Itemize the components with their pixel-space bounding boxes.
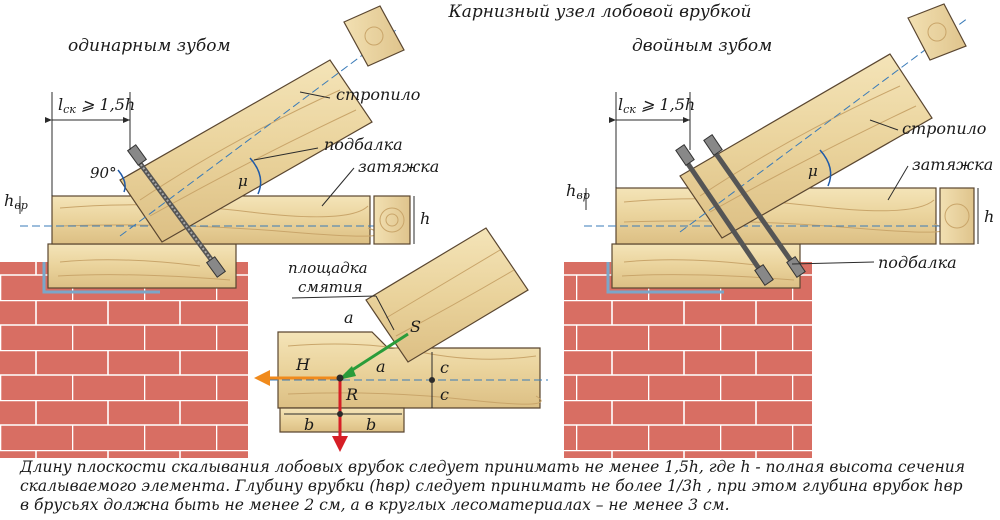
right-rafter-section	[907, 3, 967, 61]
detail-bearing-label-2: смятия	[298, 278, 363, 296]
left-bolt-nut-bottom	[205, 256, 227, 278]
left-rafter	[119, 59, 373, 243]
left-tie-section	[373, 195, 411, 245]
left-rafter-grain	[139, 89, 357, 217]
caption-line-3: в брусьях должна быть не менее 2 см, а в…	[20, 496, 730, 514]
right-node: двойным зубом h lск ⩾ 1,5h μ hвр	[564, 3, 994, 458]
caption-line-2: скалываемого элемента. Глубину врубки (h…	[20, 477, 963, 495]
left-bolt-nut-top	[126, 144, 148, 166]
right-brick-wall	[564, 262, 812, 458]
right-tie-section	[939, 187, 975, 245]
right-h-label: h	[984, 207, 994, 226]
left-pad-label: подбалка	[324, 135, 403, 154]
detail-rafter	[365, 227, 529, 363]
left-rafter-axis	[119, 29, 397, 237]
left-h-label: h	[420, 209, 430, 228]
detail-pad	[279, 407, 405, 433]
left-hvr-label: hвр	[4, 191, 28, 212]
detail-c2: c	[440, 385, 449, 404]
left-rafter-section	[343, 5, 405, 67]
right-pad-beam	[611, 243, 801, 289]
left-node: одинарным зубом h lск ⩾ 1,	[0, 5, 439, 458]
right-length-label: lск ⩾ 1,5h	[618, 95, 695, 116]
right-subtitle: двойным зубом	[632, 36, 772, 56]
detail-b2: b	[366, 415, 376, 434]
detail-a1: a	[344, 308, 354, 327]
right-hvr-label: hвр	[566, 181, 590, 202]
detail-a2: a	[376, 357, 386, 376]
detail-b1: b	[304, 415, 314, 434]
right-bolt-1	[681, 156, 767, 278]
detail-tie-beam	[277, 331, 541, 409]
left-angle-90: 90°	[90, 164, 117, 182]
right-pad-label: подбалка	[878, 253, 957, 272]
caption-line-1: Длину плоскости скалывания лобовых врубо…	[20, 458, 966, 476]
label-S: S	[410, 317, 421, 336]
left-tie-label: затяжка	[358, 157, 439, 176]
left-length-label: lск ⩾ 1,5h	[58, 95, 135, 116]
caption: Длину плоскости скалывания лобовых врубо…	[20, 458, 995, 515]
label-R: R	[345, 385, 358, 404]
detail-c1: c	[440, 358, 449, 377]
center-detail: площадка смятия a a S H R c c b b	[254, 227, 548, 452]
left-pad-grain	[57, 259, 231, 281]
right-bolt-2	[709, 146, 799, 270]
left-subtitle: одинарным зубом	[68, 36, 231, 56]
detail-bearing-label-1: площадка	[288, 259, 368, 277]
left-rafter-label: стропило	[336, 85, 420, 104]
label-H: H	[295, 355, 311, 374]
left-pad-beam	[47, 243, 237, 289]
right-rafter-label: стропило	[902, 119, 986, 138]
right-tie-label: затяжка	[912, 155, 993, 174]
left-brick-wall	[0, 262, 248, 458]
left-angle-mu: μ	[238, 172, 248, 190]
right-angle-mu: μ	[808, 162, 818, 180]
left-waterproofing	[42, 262, 160, 294]
diagram-title: Карнизный узел лобовой врубкой	[448, 2, 752, 22]
force-S	[345, 332, 409, 376]
